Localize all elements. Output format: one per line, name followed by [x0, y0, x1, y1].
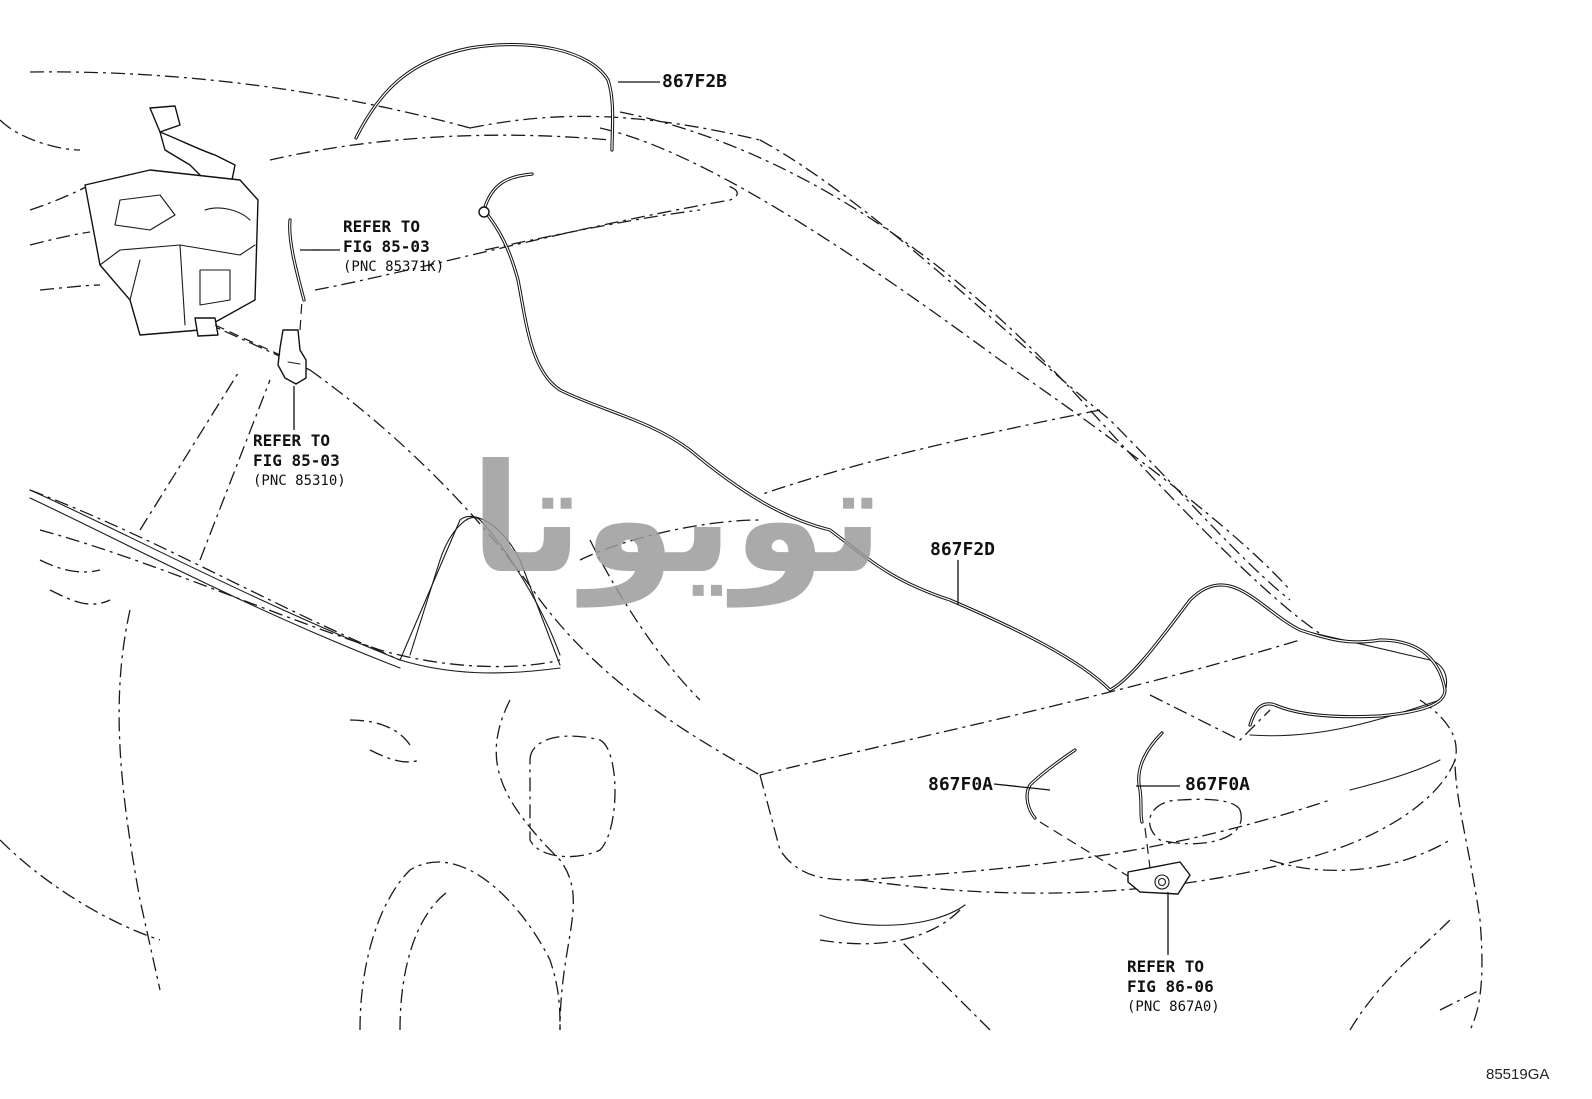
- part-label-867f2b: 867F2B: [662, 71, 728, 92]
- rear-washer-nozzle: [1127, 861, 1191, 895]
- reference-hose-line1: REFER TO: [343, 217, 421, 236]
- car-body-phantom: [0, 71, 1483, 1031]
- reference-pump: REFER TO FIG 85-03 (PNC 85310): [253, 431, 346, 491]
- reference-pump-line2: FIG 85-03: [253, 451, 340, 470]
- leader-lines: [214, 81, 1180, 955]
- part-label-867f0a-right: 867F0A: [1185, 774, 1251, 795]
- reference-pump-line3: (PNC 85310): [253, 473, 346, 489]
- washer-pump: [277, 329, 307, 385]
- diagram-code: 85519GA: [1486, 1066, 1550, 1083]
- reference-hose: REFER TO FIG 85-03 (PNC 85371K): [343, 217, 444, 277]
- reference-hose-line3: (PNC 85371K): [343, 259, 445, 275]
- window-outlines: [29, 489, 1448, 926]
- part-label-867f2d: 867F2D: [930, 539, 996, 560]
- reference-nozzle-line2: FIG 86-06: [1127, 977, 1214, 996]
- washer-tank: [84, 105, 259, 337]
- washer-hoses: [288, 42, 1447, 824]
- reference-nozzle: REFER TO FIG 86-06 (PNC 867A0): [1127, 957, 1220, 1017]
- reference-pump-line1: REFER TO: [253, 431, 331, 450]
- reference-nozzle-line1: REFER TO: [1127, 957, 1205, 976]
- watermark-logo: تویوتا: [470, 433, 887, 607]
- part-label-867f0a-left: 867F0A: [928, 774, 994, 795]
- reference-hose-line2: FIG 85-03: [343, 237, 430, 256]
- reference-nozzle-line3: (PNC 867A0): [1127, 999, 1220, 1015]
